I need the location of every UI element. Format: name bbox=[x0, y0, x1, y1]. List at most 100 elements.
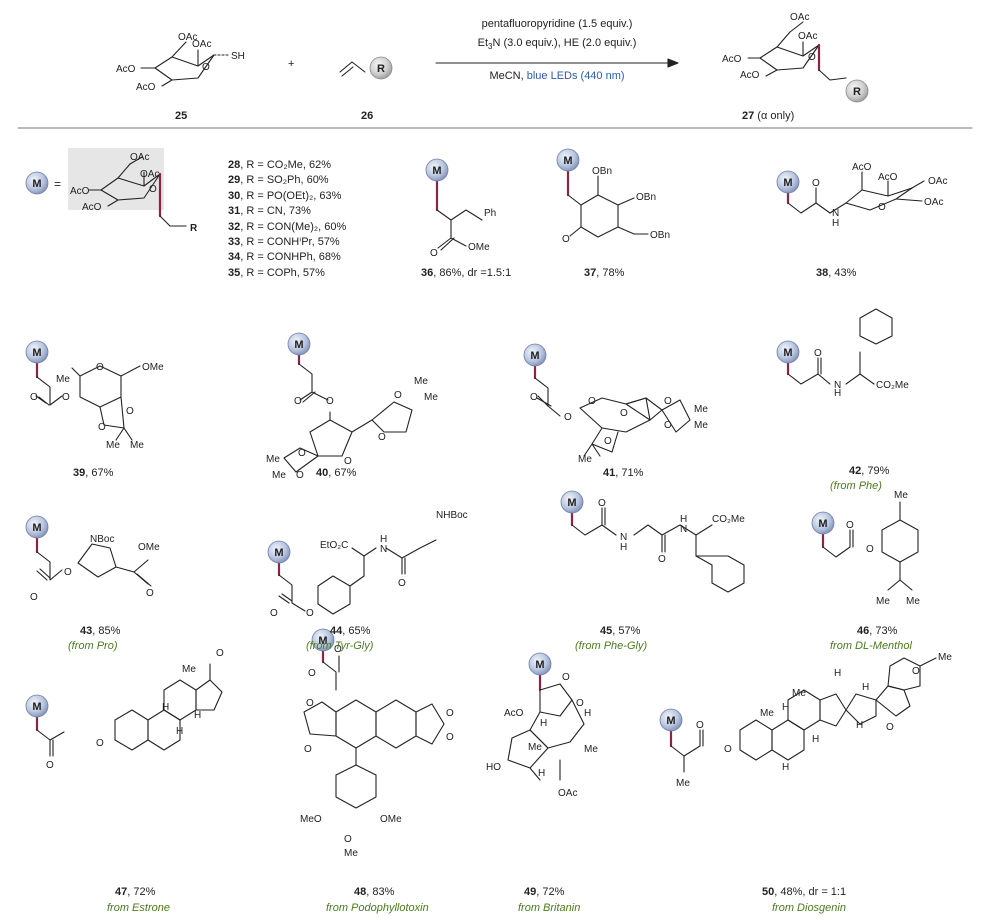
compound-46-source: from DL-Menthol bbox=[830, 640, 912, 652]
atom-label: O bbox=[270, 608, 278, 619]
atom-label: O bbox=[62, 392, 70, 403]
atom-label: H bbox=[176, 726, 183, 737]
atom-label: Me bbox=[894, 490, 908, 501]
compound-39-label: 39, 67% bbox=[73, 467, 114, 479]
atom-label: O bbox=[604, 436, 612, 447]
atom-label: O bbox=[912, 666, 920, 677]
compound-25-structure bbox=[140, 41, 229, 87]
m-sphere-42 bbox=[776, 340, 800, 364]
atom-label: O bbox=[394, 390, 402, 401]
atom-label: NBoc bbox=[90, 534, 114, 545]
atom-label: N bbox=[620, 532, 627, 543]
atom-label: O bbox=[334, 644, 342, 655]
atom-label: OMe bbox=[138, 542, 160, 553]
atom-label: OMe bbox=[142, 362, 164, 373]
atom-label: O bbox=[866, 544, 874, 555]
conditions-line-3: MeCN, blue LEDs (440 nm) bbox=[489, 70, 625, 82]
compound-46-label: 46, 73% bbox=[857, 625, 898, 637]
compound-40-label: 40, 67% bbox=[316, 467, 357, 479]
atom-label: O bbox=[326, 396, 334, 407]
compound-43-structure bbox=[35, 525, 152, 587]
atom-label: N bbox=[834, 380, 841, 391]
atom-label: O bbox=[812, 178, 820, 189]
atom-label: O bbox=[430, 248, 438, 259]
compound-42-source: (from Phe) bbox=[830, 480, 882, 492]
atom-label: NHBoc bbox=[436, 510, 468, 521]
atom-label: H bbox=[856, 720, 863, 731]
m-sphere-41 bbox=[523, 343, 547, 367]
compound-47-label: 47, 72% bbox=[115, 886, 156, 898]
atom-label: O bbox=[562, 672, 570, 683]
r-group-item: 28, R = CO₂Me, 62% bbox=[228, 159, 332, 171]
m-sphere-44 bbox=[267, 540, 291, 564]
compound-50-label: 50, 48%, dr = 1:1 bbox=[762, 886, 847, 898]
m-definition-structure bbox=[68, 148, 187, 227]
atom-label: O bbox=[446, 708, 454, 719]
atom-label: OAc bbox=[178, 32, 197, 43]
atom-label: Me bbox=[694, 404, 708, 415]
atom-label: H bbox=[782, 702, 789, 713]
compound-37-label: 37, 78% bbox=[584, 267, 625, 279]
atom-label: O bbox=[814, 348, 822, 359]
m-sphere-47 bbox=[25, 694, 49, 718]
compound-39-structure bbox=[35, 350, 141, 441]
atom-label: O bbox=[598, 498, 606, 509]
atom-label: Me bbox=[906, 596, 920, 607]
atom-label: H bbox=[194, 710, 201, 721]
atom-label: O bbox=[30, 392, 38, 403]
atom-label: CO₂Me bbox=[712, 514, 745, 525]
atom-label: Me bbox=[760, 708, 774, 719]
atom-label: H bbox=[162, 702, 169, 713]
atom-label: O bbox=[344, 456, 352, 467]
compound-45-source: (from Phe-Gly) bbox=[575, 640, 648, 652]
atom-label: H bbox=[834, 388, 841, 399]
atom-label: O bbox=[398, 578, 406, 589]
compound-37-structure bbox=[566, 168, 649, 238]
atom-label: H bbox=[620, 542, 627, 553]
atom-label: Me bbox=[424, 392, 438, 403]
atom-label: O bbox=[664, 396, 672, 407]
atom-label: Me bbox=[56, 374, 70, 385]
compound-26-structure bbox=[339, 61, 366, 77]
atom-label: Me bbox=[876, 596, 890, 607]
plus-sign: + bbox=[288, 58, 295, 70]
atom-label: Me bbox=[584, 744, 598, 755]
m-sphere-39 bbox=[25, 340, 49, 364]
atom-label: O bbox=[664, 420, 672, 431]
atom-label: H bbox=[782, 762, 789, 773]
atom-label: Me bbox=[182, 664, 196, 675]
atom-label: AcO bbox=[136, 82, 156, 93]
atom-label: R bbox=[190, 223, 198, 234]
atom-label: O bbox=[30, 592, 38, 603]
compound-44-structure bbox=[277, 539, 437, 615]
compound-43-source: (from Pro) bbox=[68, 640, 118, 652]
atom-label: O bbox=[202, 62, 210, 73]
atom-label: H bbox=[862, 682, 869, 693]
atom-label: H bbox=[380, 534, 387, 545]
compound-38-structure bbox=[786, 171, 925, 214]
r-sphere-26 bbox=[369, 56, 393, 80]
atom-label: OAc bbox=[192, 39, 211, 50]
atom-label: OMe bbox=[380, 814, 402, 825]
compound-45-label: 45, 57% bbox=[600, 625, 641, 637]
atom-label: Me bbox=[272, 470, 286, 481]
atom-label: AcO bbox=[852, 162, 872, 173]
conditions-line-2: Et3N (3.0 equiv.), HE (2.0 equiv.) bbox=[477, 37, 637, 52]
atom-label: AcO bbox=[116, 64, 136, 75]
atom-label: OMe bbox=[468, 242, 490, 253]
atom-label: N bbox=[832, 208, 839, 219]
atom-label: O bbox=[808, 52, 816, 63]
m-sphere-38 bbox=[776, 170, 800, 194]
r-group-item: 29, R = SO₂Ph, 60% bbox=[228, 174, 329, 187]
atom-label: H bbox=[540, 718, 547, 729]
compound-44-label: 44, 65% bbox=[330, 625, 371, 637]
atom-label: O bbox=[64, 567, 72, 578]
atom-label: AcO bbox=[504, 708, 524, 719]
m-sphere-36 bbox=[425, 158, 449, 182]
atom-label: O bbox=[446, 732, 454, 743]
atom-label: HO bbox=[486, 762, 501, 773]
atom-label: O bbox=[296, 470, 304, 481]
atom-label: Me bbox=[344, 848, 358, 859]
r-group-item: 34, R = CONHPh, 68% bbox=[228, 251, 341, 264]
atom-label: H bbox=[812, 734, 819, 745]
